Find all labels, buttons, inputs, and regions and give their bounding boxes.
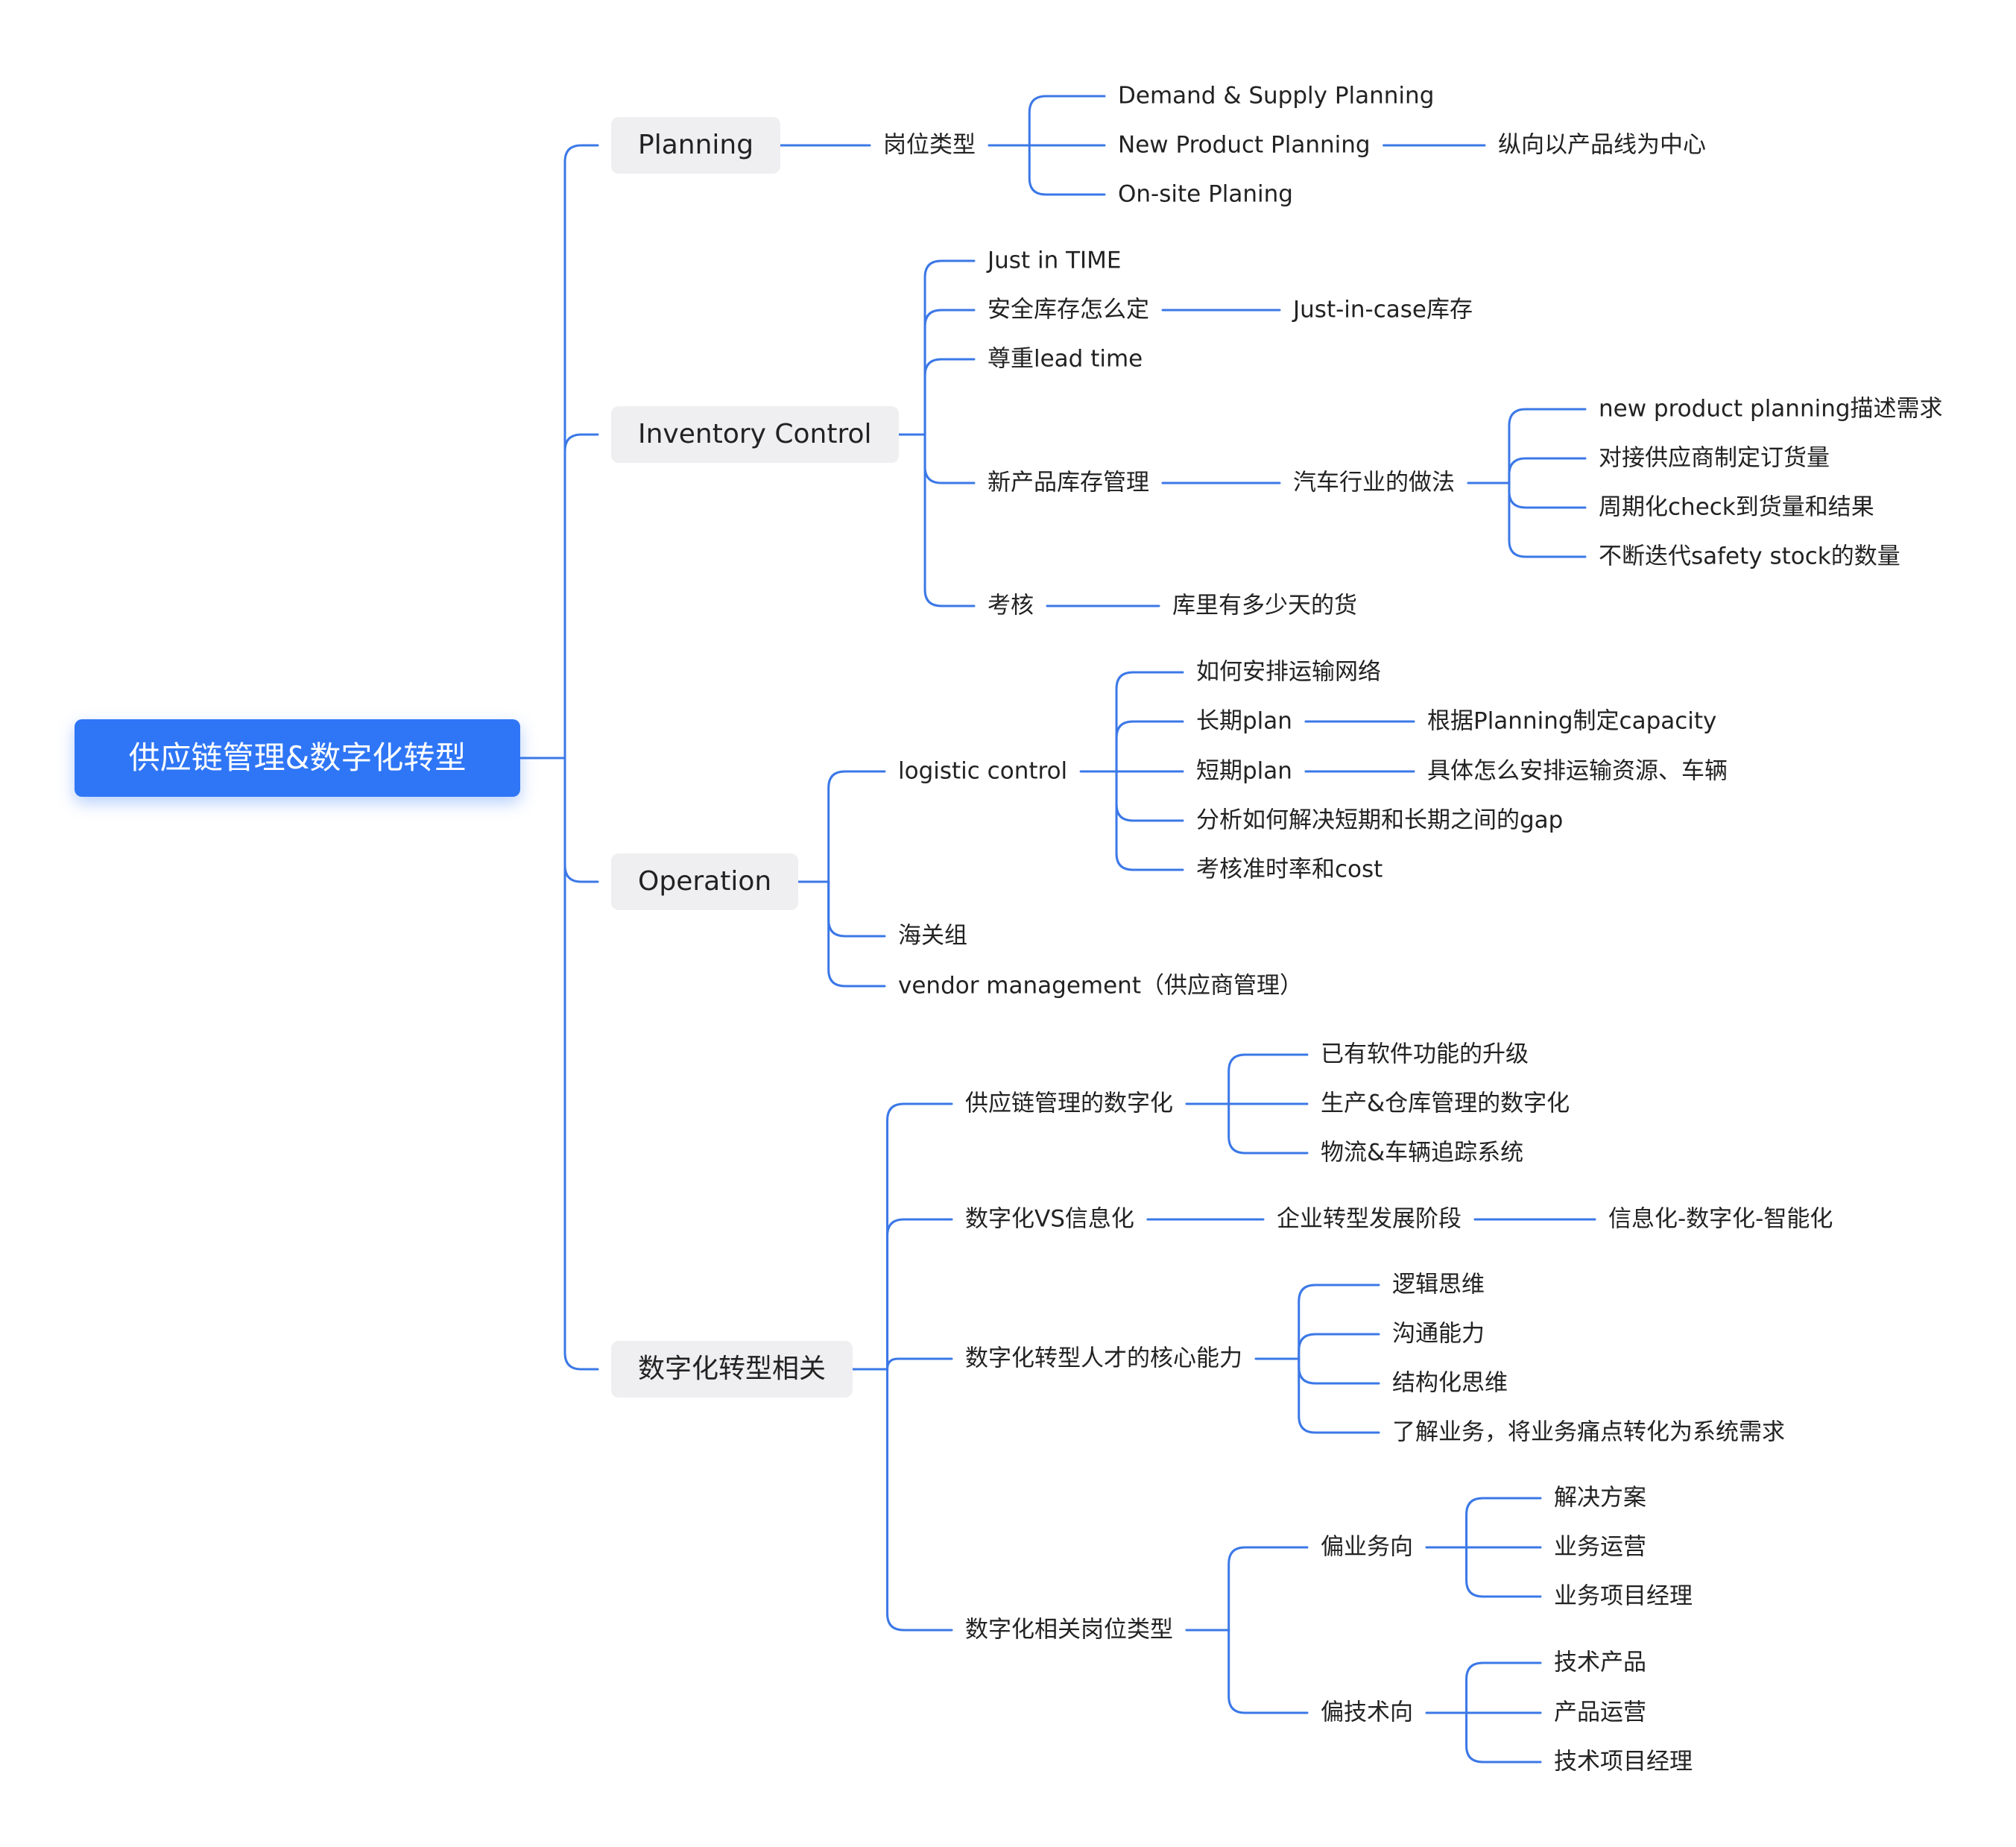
- node-onsite-planing[interactable]: On-site Planing: [1118, 180, 1293, 208]
- node-business-role[interactable]: 业务项目经理: [1554, 1582, 1693, 1610]
- connector-line: [1227, 1629, 1309, 1714]
- connector-line: [923, 358, 976, 436]
- branch-operation[interactable]: Operation: [611, 853, 799, 910]
- node-business-role[interactable]: 解决方案: [1554, 1484, 1646, 1512]
- node-auto-step[interactable]: 对接供应商制定订货量: [1599, 444, 1830, 472]
- connector-line: [1465, 1711, 1542, 1764]
- connector-line: [1508, 408, 1587, 484]
- connector-line: [563, 757, 599, 883]
- node-stages-sequence[interactable]: 信息化-数字化-智能化: [1608, 1205, 1833, 1233]
- node-days-of-stock[interactable]: 库里有多少天的货: [1172, 592, 1357, 619]
- connector-line: [1115, 720, 1184, 773]
- connector-line: [1115, 770, 1184, 822]
- node-just-in-time[interactable]: Just in TIME: [988, 247, 1122, 274]
- node-scm-item[interactable]: 物流&车辆追踪系统: [1321, 1139, 1524, 1166]
- node-ontime-cost-kpi[interactable]: 考核准时率和cost: [1196, 856, 1383, 883]
- node-logistic-control[interactable]: logistic control: [898, 757, 1068, 785]
- node-tech-role[interactable]: 技术产品: [1554, 1649, 1646, 1676]
- connector-line: [1115, 671, 1184, 773]
- node-scm-item[interactable]: 已有软件功能的升级: [1321, 1041, 1529, 1068]
- node-vendor-management[interactable]: vendor management（供应商管理）: [898, 972, 1303, 1000]
- node-auto-industry-practice[interactable]: 汽车行业的做法: [1293, 469, 1455, 496]
- node-auto-step[interactable]: 周期化check到货量和结果: [1599, 493, 1874, 521]
- connector-line: [1508, 457, 1587, 484]
- node-tech-oriented[interactable]: 偏技术向: [1321, 1699, 1413, 1726]
- connector-line: [923, 309, 976, 436]
- connector-line: [886, 1102, 953, 1371]
- connector-line: [1508, 482, 1587, 558]
- connector-line: [1115, 770, 1184, 871]
- node-transformation-stages[interactable]: 企业转型发展阶段: [1277, 1205, 1462, 1233]
- connector-line: [1028, 144, 1106, 196]
- node-customs-team[interactable]: 海关组: [898, 922, 967, 950]
- connector-line: [1465, 1661, 1542, 1714]
- connector-line: [827, 880, 886, 988]
- node-post-types[interactable]: 岗位类型: [883, 131, 976, 159]
- node-demand-supply-planning[interactable]: Demand & Supply Planning: [1118, 82, 1435, 110]
- connector-line: [827, 770, 886, 883]
- connector-line: [1227, 1053, 1309, 1105]
- node-digital-vs-informatization[interactable]: 数字化VS信息化: [965, 1205, 1134, 1233]
- connector-line: [923, 433, 976, 607]
- connector-line: [1508, 482, 1587, 509]
- connector-line: [1298, 1357, 1380, 1385]
- node-transport-network[interactable]: 如何安排运输网络: [1196, 658, 1381, 686]
- node-talent-ability[interactable]: 结构化思维: [1392, 1369, 1508, 1397]
- node-product-line-centric[interactable]: 纵向以产品线为中心: [1498, 131, 1706, 159]
- node-digital-role-types[interactable]: 数字化相关岗位类型: [965, 1616, 1173, 1644]
- node-just-in-case[interactable]: Just-in-case库存: [1293, 296, 1473, 323]
- node-short-term-plan[interactable]: 短期plan: [1196, 757, 1292, 785]
- node-new-product-inventory[interactable]: 新产品库存管理: [988, 469, 1149, 496]
- connector-line: [563, 757, 599, 1371]
- node-talent-ability[interactable]: 逻辑思维: [1392, 1271, 1485, 1298]
- node-long-term-plan[interactable]: 长期plan: [1196, 707, 1292, 735]
- node-new-product-planning[interactable]: New Product Planning: [1118, 131, 1371, 159]
- node-assessment[interactable]: 考核: [988, 592, 1034, 619]
- connector-line: [1465, 1497, 1542, 1549]
- connector-line: [1028, 95, 1106, 147]
- branch-digital-transformation[interactable]: 数字化转型相关: [611, 1341, 853, 1398]
- connector-line: [886, 1218, 953, 1371]
- node-lead-time[interactable]: 尊重lead time: [988, 345, 1143, 373]
- branch-inventory-control[interactable]: Inventory Control: [611, 406, 899, 463]
- connector-line: [886, 1368, 953, 1632]
- node-tech-role[interactable]: 产品运营: [1554, 1699, 1646, 1726]
- node-auto-step[interactable]: new product planning描述需求: [1599, 395, 1943, 423]
- node-business-role[interactable]: 业务运营: [1554, 1533, 1646, 1561]
- node-talent-ability[interactable]: 沟通能力: [1392, 1320, 1485, 1348]
- connector-line: [1465, 1546, 1542, 1598]
- connector-line: [1298, 1333, 1380, 1360]
- branch-planning[interactable]: Planning: [611, 117, 781, 174]
- connector-line: [563, 433, 599, 760]
- connector-line: [1298, 1284, 1380, 1360]
- node-scm-item[interactable]: 生产&仓库管理的数字化: [1321, 1090, 1570, 1117]
- connector-line: [923, 259, 976, 436]
- connector-line: [923, 433, 976, 484]
- node-talent-ability[interactable]: 了解业务，将业务痛点转化为系统需求: [1392, 1418, 1785, 1446]
- connector-line: [563, 144, 599, 760]
- connector-line: [1227, 1102, 1309, 1155]
- node-tech-role[interactable]: 技术项目经理: [1554, 1748, 1693, 1775]
- node-talent-core-abilities[interactable]: 数字化转型人才的核心能力: [965, 1345, 1242, 1372]
- node-auto-step[interactable]: 不断迭代safety stock的数量: [1599, 543, 1900, 570]
- node-transport-resources[interactable]: 具体怎么安排运输资源、车辆: [1427, 757, 1728, 785]
- connector-line: [1227, 1546, 1309, 1632]
- connector-line: [1298, 1357, 1380, 1434]
- root-node[interactable]: 供应链管理&数字化转型: [75, 719, 520, 797]
- node-plan-gap[interactable]: 分析如何解决短期和长期之间的gap: [1196, 806, 1564, 834]
- node-scm-digitalization[interactable]: 供应链管理的数字化: [965, 1090, 1173, 1117]
- connector-line: [827, 880, 886, 938]
- connector-line: [886, 1357, 953, 1371]
- node-capacity-by-planning[interactable]: 根据Planning制定capacity: [1427, 707, 1717, 735]
- node-business-oriented[interactable]: 偏业务向: [1321, 1533, 1413, 1561]
- node-safety-stock[interactable]: 安全库存怎么定: [988, 296, 1149, 323]
